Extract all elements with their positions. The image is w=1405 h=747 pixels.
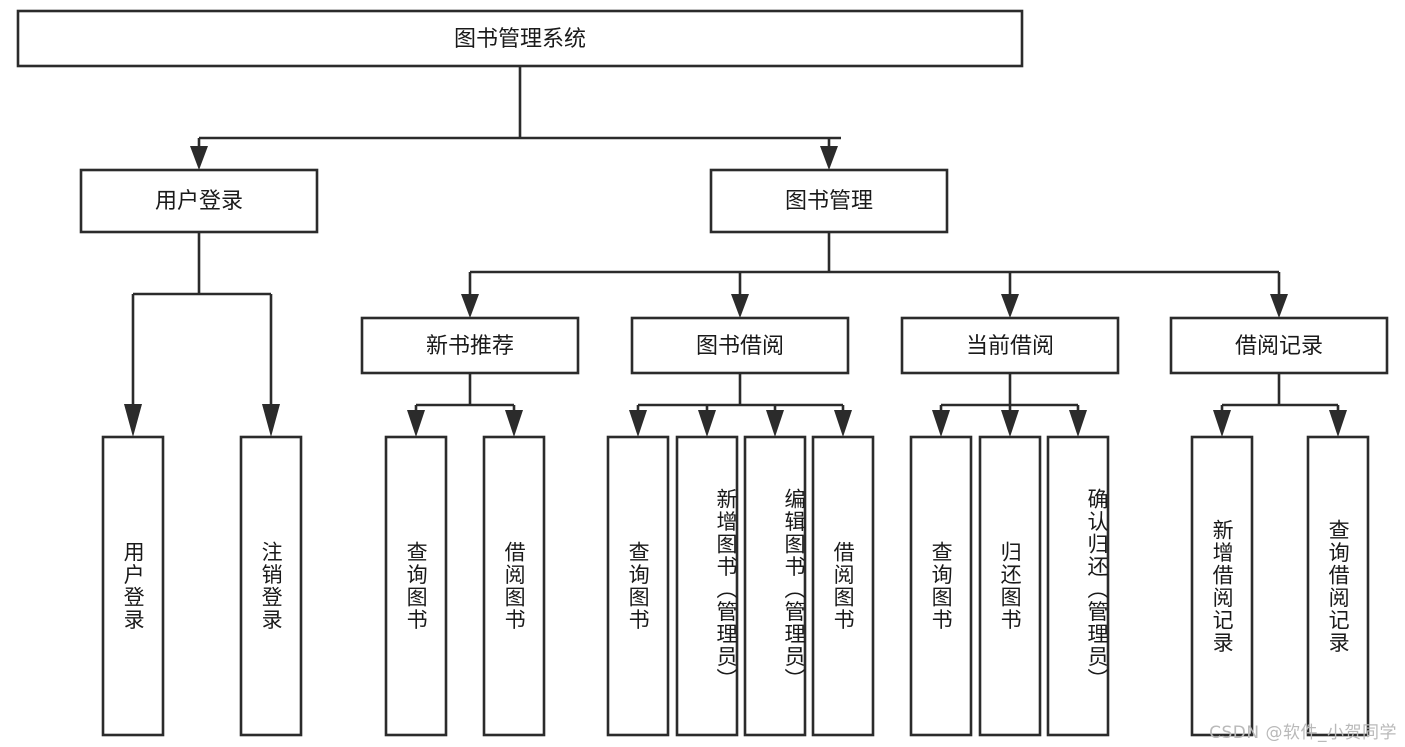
- arrowhead-leaf-user-login: [124, 404, 142, 437]
- arrowhead-user-login: [190, 146, 208, 170]
- node-current-borrow-label: 当前借阅: [966, 334, 1054, 359]
- arrowhead-leaf-query-book-3: [932, 410, 950, 437]
- arrowhead-book-borrow: [731, 294, 749, 318]
- arrowhead-leaf-return-book: [1001, 410, 1019, 437]
- node-leaf-query-book-3-box[interactable]: [909, 435, 973, 737]
- arrowhead-leaf-query-record: [1329, 410, 1347, 437]
- node-book-management-box[interactable]: [709, 168, 949, 234]
- connector-group-user-login-to-leaves: [124, 232, 280, 437]
- connector-group-book-management-to-level3: [461, 232, 1288, 318]
- node-user-login-label: 用户登录: [155, 189, 243, 214]
- node-book-borrow-box[interactable]: [630, 316, 850, 375]
- node-leaf-query-record-box[interactable]: [1306, 435, 1370, 737]
- node-book-management[interactable]: 图书管理: [709, 168, 949, 234]
- connector-group-borrow-record-to-leaves: [1213, 373, 1347, 437]
- node-leaf-user-login-box[interactable]: [101, 435, 165, 737]
- arrowhead-new-book-recommend: [461, 294, 479, 318]
- node-leaf-confirm-return-box[interactable]: [1046, 435, 1110, 737]
- arrowhead-leaf-borrow-book-1: [505, 410, 523, 437]
- arrowhead-leaf-edit-book: [766, 410, 784, 437]
- connector-group-current-borrow-to-leaves: [932, 373, 1087, 437]
- node-new-book-recommend-box[interactable]: [360, 316, 580, 375]
- node-borrow-record[interactable]: 借阅记录: [1169, 316, 1389, 375]
- node-leaf-borrow-book-2-box[interactable]: [811, 435, 875, 737]
- node-user-login[interactable]: 用户登录: [79, 168, 319, 234]
- node-new-book-recommend-label: 新书推荐: [426, 334, 514, 359]
- node-book-borrow[interactable]: 图书借阅: [630, 316, 850, 375]
- arrowhead-leaf-add-record: [1213, 410, 1231, 437]
- arrowhead-leaf-confirm-return: [1069, 410, 1087, 437]
- arrowhead-leaf-query-book-2: [629, 410, 647, 437]
- node-leaf-add-book-box[interactable]: [675, 435, 739, 737]
- node-leaf-query-book-1-box[interactable]: [384, 435, 448, 737]
- watermark-text: CSDN @软件_小贺同学: [1209, 723, 1397, 743]
- node-book-borrow-label: 图书借阅: [696, 334, 784, 359]
- arrowhead-borrow-record: [1270, 294, 1288, 318]
- node-leaf-logout-login-box[interactable]: [239, 435, 303, 737]
- arrowhead-leaf-add-book: [698, 410, 716, 437]
- node-leaf-borrow-book-1-box[interactable]: [482, 435, 546, 737]
- node-leaf-add-record-box[interactable]: [1190, 435, 1254, 737]
- arrowhead-leaf-logout-login: [262, 404, 280, 437]
- node-borrow-record-box[interactable]: [1169, 316, 1389, 375]
- node-book-management-label: 图书管理: [785, 189, 873, 214]
- node-borrow-record-label: 借阅记录: [1235, 334, 1323, 359]
- node-leaf-edit-book-box[interactable]: [743, 435, 807, 737]
- node-leaf-return-book-box[interactable]: [978, 435, 1042, 737]
- connector-group-book-borrow-to-leaves: [629, 373, 852, 437]
- arrowhead-leaf-borrow-book-2: [834, 410, 852, 437]
- node-root-label: 图书管理系统: [454, 27, 586, 52]
- node-leaf-query-book-2-box[interactable]: [606, 435, 670, 737]
- arrowhead-book-management: [820, 146, 838, 170]
- node-root-box[interactable]: [16, 9, 1024, 68]
- node-current-borrow-box[interactable]: [900, 316, 1120, 375]
- node-user-login-box[interactable]: [79, 168, 319, 234]
- node-root[interactable]: 图书管理系统: [16, 9, 1024, 68]
- arrowhead-current-borrow: [1001, 294, 1019, 318]
- node-new-book-recommend[interactable]: 新书推荐: [360, 316, 580, 375]
- node-current-borrow[interactable]: 当前借阅: [900, 316, 1120, 375]
- connector-group-new-book-recommend-to-leaves: [407, 373, 523, 437]
- arrowhead-leaf-query-book-1: [407, 410, 425, 437]
- connector-group-root-to-level2: [190, 66, 841, 170]
